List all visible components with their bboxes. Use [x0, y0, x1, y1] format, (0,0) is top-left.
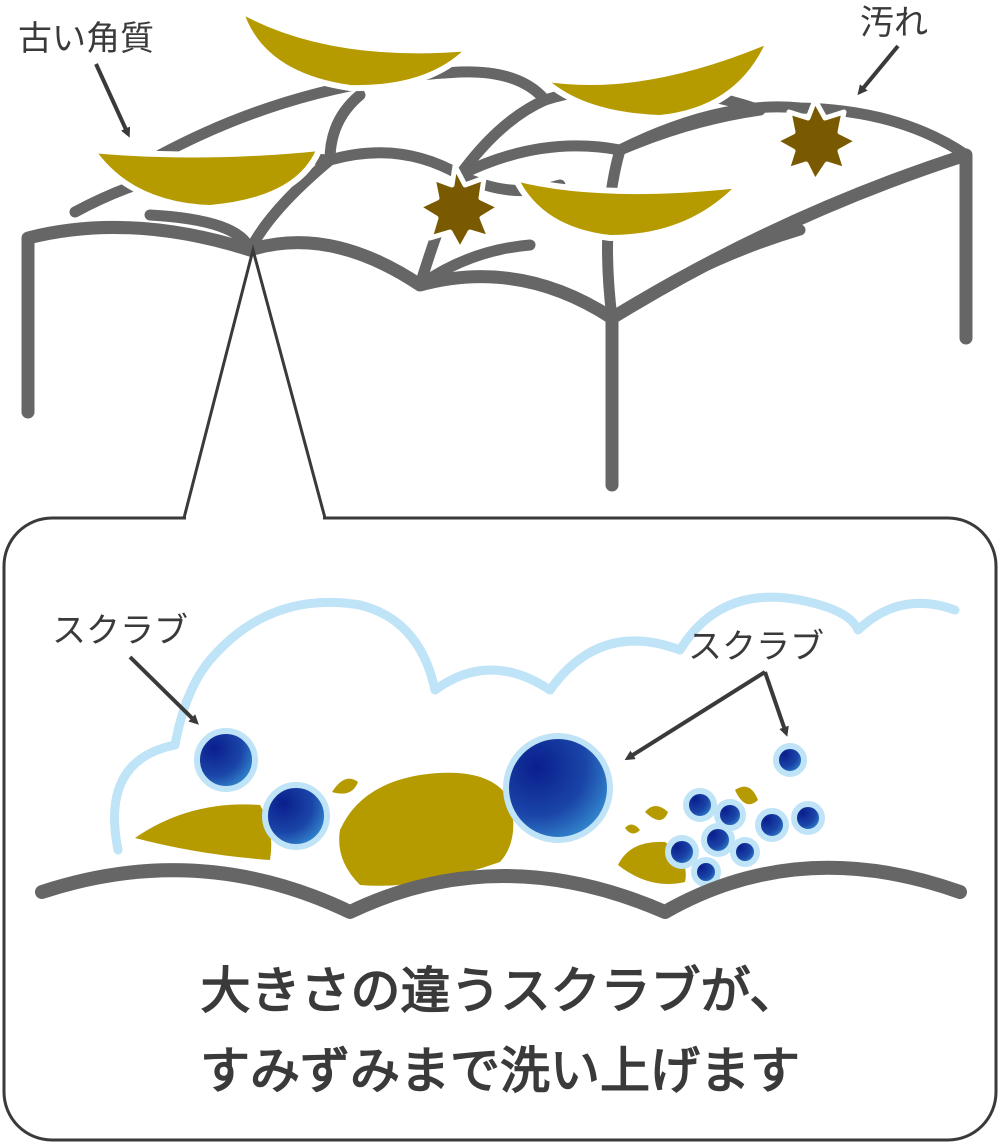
arrow-scrub-right-small	[763, 671, 789, 737]
arrow-dirt	[857, 44, 900, 96]
dirt-particle	[772, 97, 861, 185]
scrub-ball-small	[691, 857, 721, 887]
label-scrub-right: スクラブ	[688, 627, 824, 667]
keratin-chunk	[735, 786, 758, 805]
zoom-pointer	[182, 244, 327, 519]
skin-block	[21, 148, 973, 492]
zoom-keratin	[135, 772, 758, 886]
caption-line-1: 大きさの違うスクラブが、	[201, 962, 800, 1020]
arrow-old-keratin	[94, 63, 131, 138]
keratin-chunk	[645, 806, 668, 820]
scrub-ball-small	[791, 801, 825, 835]
scrub-ball-large	[503, 733, 613, 843]
scrub-balls	[194, 728, 825, 887]
dirt-particles	[415, 97, 861, 253]
label-scrub-left: スクラブ	[52, 611, 188, 651]
keratin-chunk	[339, 772, 514, 886]
scrub-ball-small	[701, 823, 735, 857]
scrub-ball-small	[683, 788, 717, 822]
keratin-flake	[539, 37, 773, 121]
keratin-flake	[512, 175, 743, 241]
skin-front-surface	[21, 148, 973, 419]
arrow-scrub-left	[128, 655, 199, 725]
arrow-scrub-right-large	[624, 670, 767, 761]
scrub-ball-small	[730, 837, 760, 867]
scrub-ball-small	[665, 835, 699, 869]
scrub-ball-small	[773, 743, 807, 777]
keratin-flake	[237, 7, 473, 92]
keratin-chunk	[135, 804, 272, 860]
foam-outline	[110, 592, 960, 855]
dirt-particle	[415, 163, 503, 253]
label-old-keratin: 古い角質	[18, 19, 154, 59]
scrub-ball-medium	[194, 728, 258, 792]
zoom-skin-surface	[35, 860, 967, 919]
keratin-chunk	[332, 778, 358, 794]
caption-line-2: すみずみまで洗い上げます	[200, 1042, 800, 1100]
keratin-flake	[89, 145, 323, 211]
keratin-flakes	[89, 7, 773, 241]
scrub-ball-medium	[262, 782, 330, 850]
keratin-chunk	[625, 824, 640, 834]
label-dirt: 汚れ	[860, 3, 928, 43]
scrub-ball-small	[755, 808, 789, 842]
